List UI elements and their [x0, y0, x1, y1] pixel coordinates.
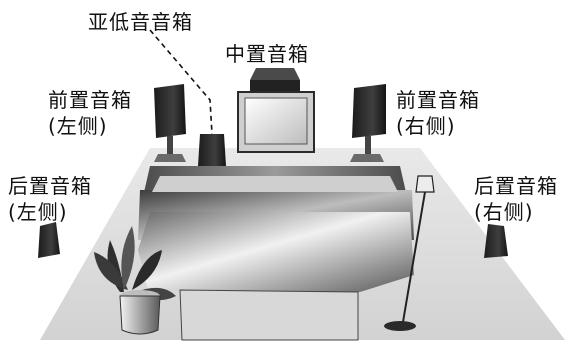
label-rear-left-side: (左侧) — [8, 200, 68, 224]
front-left-speaker — [154, 84, 186, 162]
coffee-table — [138, 212, 414, 341]
label-rear-right-side: (右侧) — [474, 200, 534, 224]
label-rear-left: 后置音箱 — [8, 174, 92, 198]
rear-right-speaker — [484, 224, 508, 258]
label-center-speaker: 中置音箱 — [225, 42, 309, 66]
subwoofer — [198, 134, 226, 166]
subwoofer-leader-line — [149, 29, 213, 135]
label-front-right-side: (右侧) — [396, 114, 456, 138]
front-right-speaker — [350, 84, 386, 162]
television — [237, 91, 315, 153]
rear-left-speaker — [38, 222, 60, 258]
label-front-left: 前置音箱 — [48, 88, 132, 112]
floor-lamp — [384, 175, 435, 331]
center-speaker — [250, 68, 300, 92]
plant — [94, 226, 176, 335]
label-subwoofer: 亚低音音箱 — [88, 10, 193, 34]
label-rear-right: 后置音箱 — [474, 174, 558, 198]
label-front-left-side: (左侧) — [48, 114, 108, 138]
label-front-right: 前置音箱 — [396, 88, 480, 112]
